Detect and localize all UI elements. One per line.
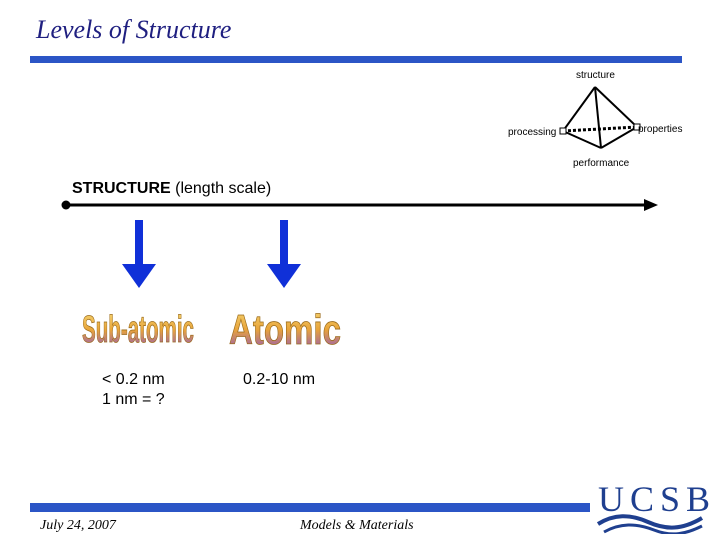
svg-text:Sub-atomic: Sub-atomic	[82, 309, 194, 351]
atomic-wordart: Atomic	[229, 306, 342, 354]
ucsb-logo: UCSB	[598, 479, 717, 519]
materials-tetrahedron-diagram	[559, 86, 641, 149]
footer-bar	[30, 503, 590, 512]
length-scale-heading: STRUCTURE (length scale)	[72, 180, 271, 198]
sub-atomic-wordart: Sub-atomic	[82, 309, 195, 352]
sub-atomic-range-line1: < 0.2 nm	[102, 371, 165, 388]
tetra-label-performance: performance	[573, 158, 630, 169]
slide-title: Levels of Structure	[36, 15, 232, 44]
ucsb-wave-icon	[596, 514, 704, 534]
length-scale-axis	[61, 199, 658, 211]
svg-text:Atomic: Atomic	[229, 306, 341, 353]
heading-bold-text: STRUCTURE	[72, 180, 171, 197]
heading-rest-text: (length scale)	[170, 180, 272, 197]
atomic-range-line1: 0.2-10 nm	[243, 371, 316, 388]
title-underline-bar	[30, 56, 682, 63]
footer-date: July 24, 2007	[40, 518, 116, 533]
tetra-label-processing: processing	[508, 127, 557, 138]
down-arrow-icon	[122, 220, 156, 288]
sub-atomic-range: < 0.2 nm 1 nm = ?	[102, 370, 165, 410]
footer-course: Models & Materials	[300, 518, 414, 533]
down-arrow-icon	[267, 220, 301, 288]
tetra-label-properties: properties	[638, 124, 683, 135]
tetra-label-structure: structure	[576, 70, 615, 81]
atomic-range: 0.2-10 nm	[243, 370, 315, 390]
sub-atomic-range-line2: 1 nm = ?	[102, 391, 165, 408]
